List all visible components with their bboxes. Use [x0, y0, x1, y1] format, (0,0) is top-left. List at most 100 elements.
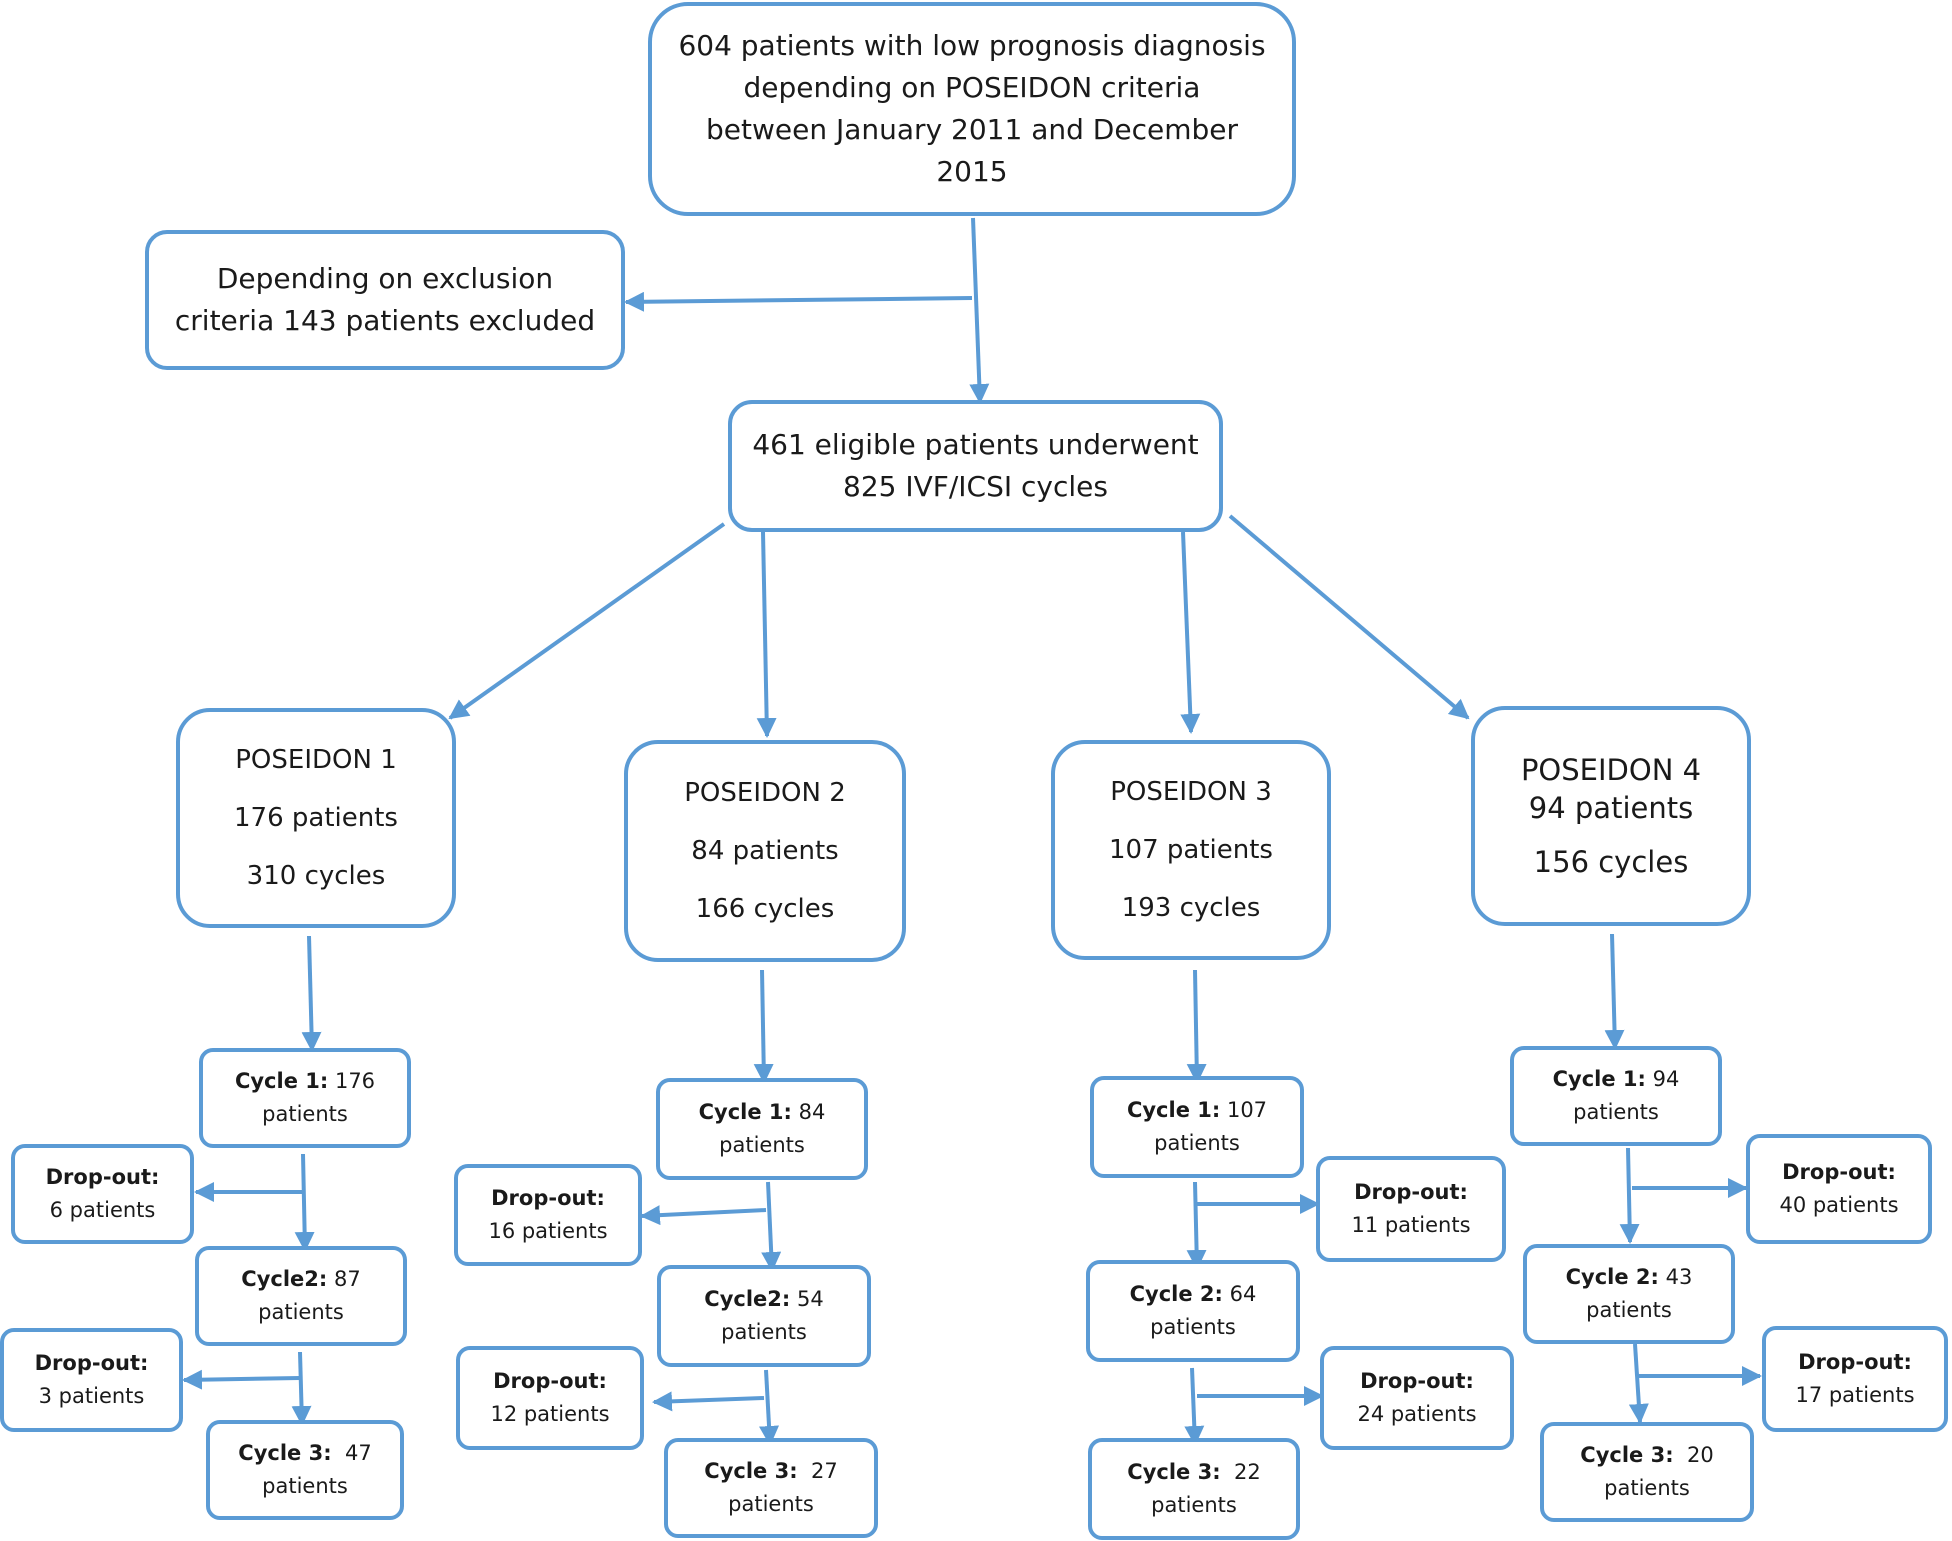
- p1-dropout-1-value: 6 patients: [49, 1198, 156, 1222]
- arrow-p1-cycle1-to-cycle2: [294, 1153, 315, 1252]
- arrow-p2-cycle2-to-cycle3: [759, 1369, 780, 1446]
- excluded-line-1: Depending on exclusion: [216, 262, 554, 295]
- p1-cycle-1-value: 176: [334, 1069, 376, 1093]
- p3-cycle-3-box: Cycle 3: 22 patients: [1088, 1438, 1300, 1540]
- p1-cycle-2-value: 87: [333, 1267, 361, 1291]
- p1-cycle-3-label: Cycle 3:: [238, 1441, 332, 1465]
- p1-cycle-1-box: Cycle 1: 176 patients: [199, 1048, 411, 1148]
- p3-cycle-2-unit: patients: [1150, 1315, 1236, 1339]
- arrow-p2-to-cycle1: [753, 969, 774, 1084]
- poseidon-2-box: POSEIDON 2 84 patients 166 cycles: [624, 740, 906, 962]
- arrow-p4-cycle1-to-cycle2: [1619, 1147, 1640, 1244]
- p2-cycle-3-value: 27: [810, 1459, 838, 1483]
- p3-dropout-2-value: 24 patients: [1357, 1402, 1477, 1426]
- p3-cycle-1-unit: patients: [1154, 1131, 1240, 1155]
- p2-cycle-2-box: Cycle2: 54 patients: [657, 1265, 871, 1367]
- p4-cycle-1-label: Cycle 1:: [1552, 1067, 1646, 1091]
- poseidon-4-box: POSEIDON 4 94 patients 156 cycles: [1471, 706, 1751, 926]
- p2-cycle-2-unit: patients: [721, 1320, 807, 1344]
- p3-dropout-1-value: 11 patients: [1351, 1213, 1471, 1237]
- p3-cycle-1-label: Cycle 1:: [1126, 1098, 1221, 1122]
- p2-dropout-1-box: Drop-out: 16 patients: [454, 1164, 642, 1266]
- p3-cycle-2-label: Cycle 2:: [1129, 1282, 1223, 1306]
- arrow-eligible-to-p4: [1228, 514, 1470, 720]
- eligible-line-1: 461 eligible patients underwent: [752, 428, 1199, 461]
- p4-cycle-2-unit: patients: [1586, 1298, 1672, 1322]
- p1-cycle-3-box: Cycle 3: 47 patients: [206, 1420, 404, 1520]
- arrow-p3-cycle2-to-cycle3: [1184, 1367, 1205, 1446]
- p3-dropout-1-box: Drop-out: 11 patients: [1316, 1156, 1506, 1262]
- eligible-box: 461 eligible patients underwent 825 IVF/…: [728, 400, 1223, 532]
- poseidon-1-title: POSEIDON 1: [235, 745, 397, 775]
- p2-dropout-1-label: Drop-out:: [491, 1186, 605, 1210]
- p1-cycle-2-label: Cycle2:: [241, 1267, 328, 1291]
- top-line-2: depending on POSEIDON criteria: [743, 71, 1201, 104]
- p3-cycle-1-value: 107: [1226, 1098, 1268, 1122]
- top-line-3: between January 2011 and December: [706, 113, 1238, 146]
- p4-cycle-3-value: 20: [1686, 1443, 1714, 1467]
- poseidon-3-cycles: 193 cycles: [1121, 893, 1261, 923]
- poseidon-3-patients: 107 patients: [1109, 835, 1273, 865]
- poseidon-3-title: POSEIDON 3: [1110, 777, 1272, 807]
- p2-dropout-2-box: Drop-out: 12 patients: [456, 1346, 644, 1450]
- arrow-p4-cycle2-to-cycle3: [1628, 1343, 1649, 1424]
- p4-dropout-2-value: 17 patients: [1795, 1383, 1915, 1407]
- arrow-p4-to-cycle1: [1604, 933, 1625, 1050]
- arrow-top-to-eligible: [969, 217, 990, 404]
- p1-dropout-2-box: Drop-out: 3 patients: [0, 1328, 183, 1432]
- p1-dropout-2-label: Drop-out:: [34, 1351, 149, 1375]
- p4-cycle-1-value: 94: [1652, 1067, 1680, 1091]
- p1-dropout-1-box: Drop-out: 6 patients: [11, 1144, 194, 1244]
- p1-cycle-2-box: Cycle2: 87 patients: [195, 1246, 407, 1346]
- p3-dropout-1-label: Drop-out:: [1354, 1180, 1468, 1204]
- p3-cycle-1-box: Cycle 1: 107 patients: [1090, 1076, 1304, 1178]
- p1-cycle-2-unit: patients: [258, 1300, 344, 1324]
- p4-cycle-2-label: Cycle 2:: [1565, 1265, 1659, 1289]
- p2-dropout-2-value: 12 patients: [490, 1402, 610, 1426]
- poseidon-2-title: POSEIDON 2: [684, 778, 846, 808]
- arrow-p3-cycle1-to-cycle2: [1186, 1181, 1207, 1270]
- arrow-p2-to-dropout2: [652, 1391, 765, 1412]
- p1-cycle-3-value: 47: [344, 1441, 372, 1465]
- p3-cycle-2-value: 64: [1229, 1282, 1257, 1306]
- p2-cycle-3-box: Cycle 3: 27 patients: [664, 1438, 878, 1538]
- p4-cycle-1-box: Cycle 1: 94 patients: [1510, 1046, 1722, 1146]
- top-line-4: 2015: [936, 155, 1008, 188]
- p4-cycle-3-label: Cycle 3:: [1580, 1443, 1674, 1467]
- p1-cycle-1-unit: patients: [262, 1102, 348, 1126]
- p4-dropout-2-label: Drop-out:: [1798, 1350, 1912, 1374]
- p2-cycle-2-value: 54: [796, 1287, 824, 1311]
- poseidon-4-cycles: 156 cycles: [1533, 845, 1689, 879]
- p4-cycle-3-unit: patients: [1604, 1476, 1690, 1500]
- poseidon-1-box: POSEIDON 1 176 patients 310 cycles: [176, 708, 456, 928]
- p4-dropout-1-value: 40 patients: [1779, 1193, 1899, 1217]
- poseidon-2-patients: 84 patients: [691, 836, 839, 866]
- p1-dropout-2-value: 3 patients: [38, 1384, 145, 1408]
- p2-cycle-1-unit: patients: [719, 1133, 805, 1157]
- arrow-p1-to-dropout2: [182, 1369, 301, 1390]
- p4-dropout-1-box: Drop-out: 40 patients: [1746, 1134, 1932, 1244]
- p3-cycle-3-label: Cycle 3:: [1127, 1460, 1221, 1484]
- p2-cycle-3-label: Cycle 3:: [704, 1459, 798, 1483]
- p3-cycle-2-box: Cycle 2: 64 patients: [1086, 1260, 1300, 1362]
- p2-cycle-2-label: Cycle2:: [704, 1287, 791, 1311]
- arrow-to-excluded: [624, 291, 973, 312]
- top-line-1: 604 patients with low prognosis diagnosi…: [678, 29, 1266, 62]
- p4-dropout-2-box: Drop-out: 17 patients: [1762, 1326, 1948, 1432]
- p3-dropout-2-label: Drop-out:: [1360, 1369, 1474, 1393]
- poseidon-2-cycles: 166 cycles: [695, 894, 835, 924]
- arrow-eligible-to-p2: [756, 531, 777, 738]
- p2-cycle-1-label: Cycle 1:: [698, 1100, 792, 1124]
- p2-cycle-1-box: Cycle 1: 84 patients: [656, 1078, 868, 1180]
- p2-dropout-2-label: Drop-out:: [493, 1369, 607, 1393]
- arrow-p3-to-cycle1: [1186, 969, 1207, 1084]
- arrow-eligible-to-p1: [448, 522, 726, 720]
- arrow-p1-to-cycle1: [301, 935, 322, 1052]
- p1-cycle-1-label: Cycle 1:: [234, 1069, 329, 1093]
- p4-cycle-2-box: Cycle 2: 43 patients: [1523, 1244, 1735, 1344]
- top-box: 604 patients with low prognosis diagnosi…: [648, 2, 1296, 216]
- p4-cycle-1-unit: patients: [1573, 1100, 1659, 1124]
- poseidon-1-cycles: 310 cycles: [246, 861, 386, 891]
- arrow-p2-to-dropout1: [640, 1205, 767, 1226]
